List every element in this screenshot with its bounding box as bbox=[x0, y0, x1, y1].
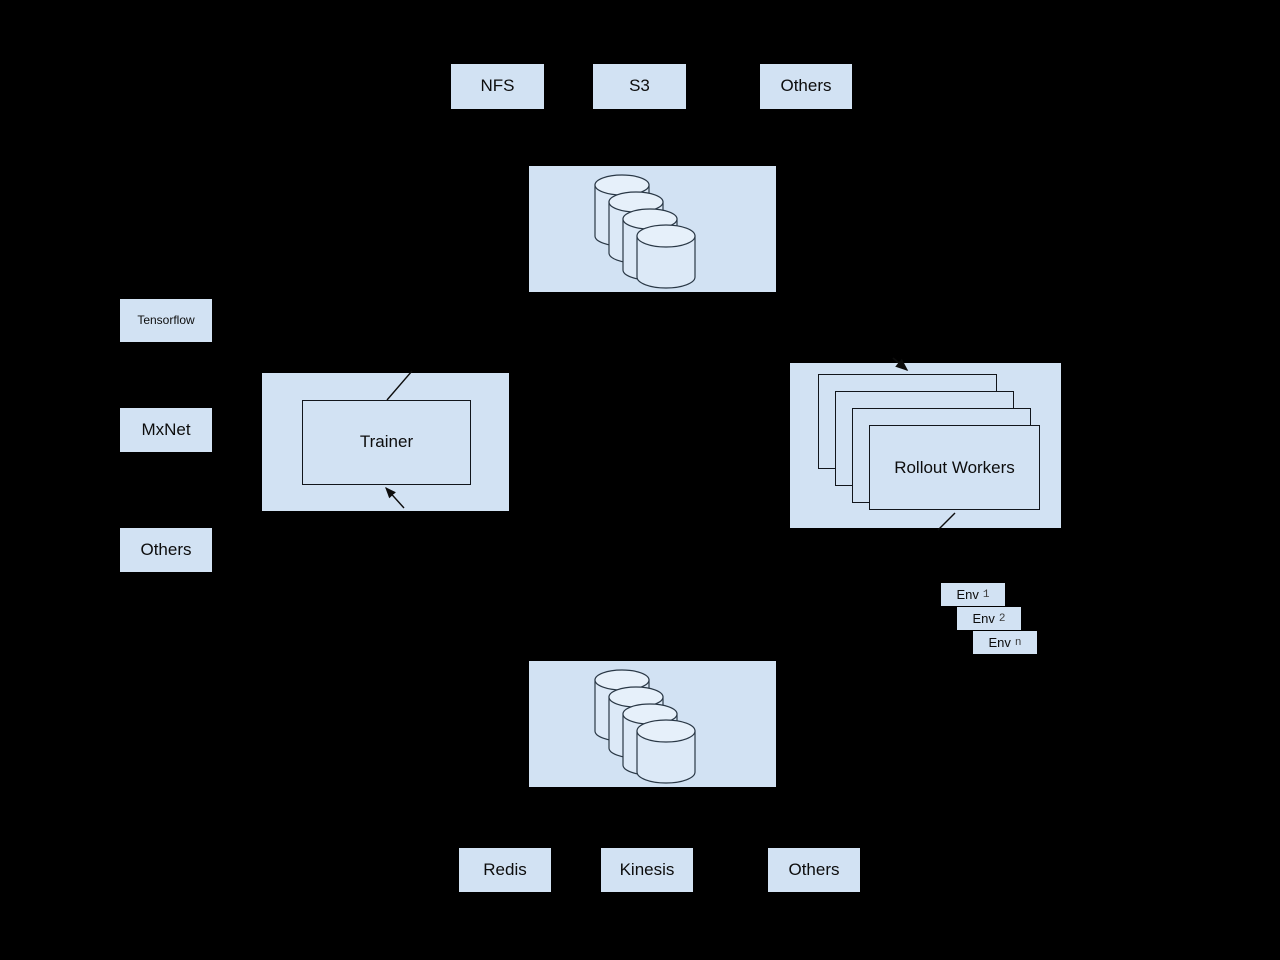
node-env-2-name: Env bbox=[972, 611, 995, 626]
node-streaming-others[interactable]: Others bbox=[768, 848, 860, 892]
node-trainer[interactable]: Trainer bbox=[302, 400, 471, 485]
node-storage-others[interactable]: Others bbox=[760, 64, 852, 109]
node-mxnet[interactable]: MxNet bbox=[120, 408, 212, 452]
node-env-1-name: Env bbox=[956, 587, 979, 602]
experience-store-panel bbox=[529, 661, 776, 787]
node-mxnet-label: MxNet bbox=[141, 419, 191, 439]
node-tensorflow-label: Tensorflow bbox=[137, 312, 195, 327]
node-storage-others-label: Others bbox=[780, 76, 832, 96]
node-streaming-others-label: Others bbox=[788, 859, 840, 879]
node-kinesis[interactable]: Kinesis bbox=[601, 848, 693, 892]
node-redis[interactable]: Redis bbox=[459, 848, 551, 892]
node-env-1-index: 1 bbox=[982, 588, 990, 601]
node-s3-label: S3 bbox=[629, 76, 650, 96]
node-rollout-workers-label: Rollout Workers bbox=[894, 457, 1015, 477]
node-nfs[interactable]: NFS bbox=[451, 64, 544, 109]
node-env-n-name: Env bbox=[988, 635, 1011, 650]
node-trainer-label: Trainer bbox=[359, 432, 414, 452]
node-framework-others[interactable]: Others bbox=[120, 528, 212, 572]
node-redis-label: Redis bbox=[483, 859, 527, 879]
node-env-n-index: n bbox=[1014, 636, 1022, 649]
node-s3[interactable]: S3 bbox=[593, 64, 686, 109]
node-nfs-label: NFS bbox=[480, 76, 515, 96]
node-env-2-index: 2 bbox=[998, 612, 1006, 625]
node-tensorflow[interactable]: Tensorflow bbox=[120, 299, 212, 342]
rollout-worker-stack-1[interactable]: Rollout Workers bbox=[869, 425, 1040, 510]
node-kinesis-label: Kinesis bbox=[619, 859, 675, 879]
model-store-panel bbox=[529, 166, 776, 292]
node-framework-others-label: Others bbox=[140, 539, 192, 559]
